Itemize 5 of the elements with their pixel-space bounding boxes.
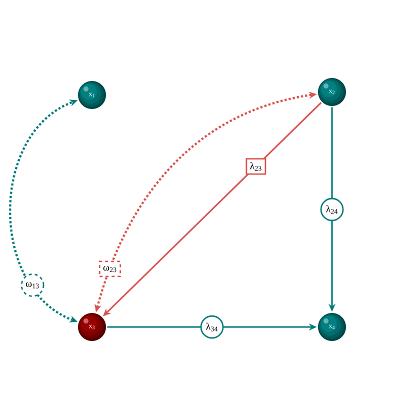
edge-label: λ$_{34}$	[200, 315, 224, 339]
edge-label: ω$_{13}$	[20, 274, 44, 297]
edge-label: ω$_{23}$	[98, 260, 122, 278]
edge-label: λ$_{23}$	[246, 158, 266, 175]
edge-label: λ$_{24}$	[320, 198, 344, 222]
